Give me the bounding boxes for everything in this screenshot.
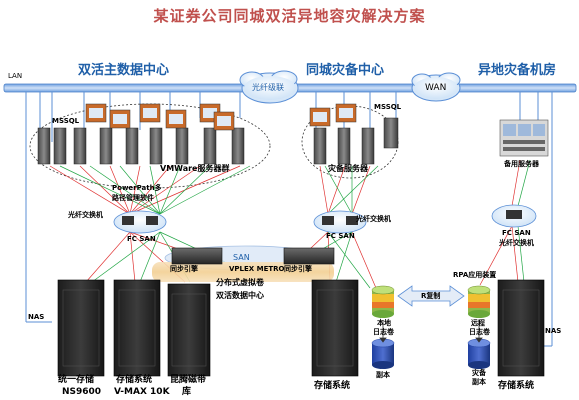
sync-engine-left: 同步引擎 — [170, 265, 198, 273]
primary-servers — [37, 103, 245, 165]
zone-primary: 双活主数据中心 — [78, 63, 170, 78]
vmware-group-label: VMWare服务器群 — [160, 164, 230, 173]
replication-arrow — [397, 285, 465, 307]
replication-label: R复制 — [421, 292, 441, 300]
vmax-line1: 存储系统 — [116, 375, 153, 385]
tape-line1: 昆腾磁带 — [170, 375, 207, 385]
right-switch-label: 光纤交换机 — [499, 239, 534, 247]
primary-server-group — [29, 103, 271, 189]
wan-label: WAN — [425, 83, 447, 93]
remote-storage-label: 存储系统 — [498, 381, 535, 391]
nas-right-label: NAS — [545, 327, 562, 335]
dr-replica-line1: 灾备 — [472, 369, 486, 377]
rpa-appliance-label: RPA应用装置 — [453, 271, 497, 279]
distributed-volume-label: 分布式虚拟卷 — [216, 278, 264, 287]
mssql-left-label: MSSQL — [52, 117, 80, 125]
rpa-volumes — [371, 285, 491, 369]
backup-server-rack — [499, 119, 549, 157]
local-log-line1: 本地 — [377, 319, 391, 327]
unified-storage-line1: 统一存储 — [58, 375, 95, 385]
fiber-label: 光纤级联 — [252, 83, 284, 92]
remote-log-line1: 远程 — [471, 319, 485, 327]
storage-racks — [57, 279, 545, 377]
nas-left-label: NAS — [28, 313, 45, 321]
city-storage-label: 存储系统 — [314, 381, 351, 391]
backup-server-label: 备用服务器 — [504, 160, 539, 168]
powerpath-line2: 路径管理软件 — [112, 194, 154, 202]
left-fc-san-label: FC SAN — [127, 235, 156, 243]
remote-log-line2: 日志卷 — [469, 328, 490, 336]
tape-line2: 库 — [182, 387, 192, 397]
active-active-center-label: 双活数据中心 — [216, 291, 264, 300]
vplex-metro-label: VPLEX METRO — [229, 265, 285, 273]
mssql-right-label: MSSQL — [374, 103, 402, 111]
vmax-line2: V-MAX 10K — [114, 387, 170, 397]
unified-storage-line2: NS9600 — [62, 387, 102, 397]
dr-replica-line2: 副本 — [472, 378, 486, 386]
fiber-cloud — [239, 70, 299, 104]
mid-fc-san-label: FC SAN — [326, 232, 355, 240]
zone-city: 同城灾备中心 — [306, 63, 385, 78]
dr-servers-label: 灾备服务器 — [328, 164, 368, 173]
left-switch-label: 光纤交换机 — [68, 211, 103, 219]
wan-cloud — [411, 72, 461, 102]
fc-switch-clouds — [113, 204, 537, 234]
local-log-line2: 日志卷 — [373, 328, 394, 336]
san-label: SAN — [233, 253, 250, 262]
mid-switch-label: 光纤交换机 — [356, 215, 391, 223]
sync-engine-right: 同步引擎 — [284, 265, 312, 273]
lan-label: LAN — [8, 72, 23, 80]
right-fc-san-label: FC SAN — [502, 229, 531, 237]
zone-remote: 异地灾备机房 — [478, 63, 557, 78]
city-servers — [309, 103, 399, 165]
replica-label: 副本 — [376, 371, 390, 379]
vplex-units — [171, 247, 335, 265]
powerpath-line1: PowerPath多 — [112, 184, 162, 192]
page-title: 某证券公司同城双活异地容灾解决方案 — [153, 7, 426, 25]
